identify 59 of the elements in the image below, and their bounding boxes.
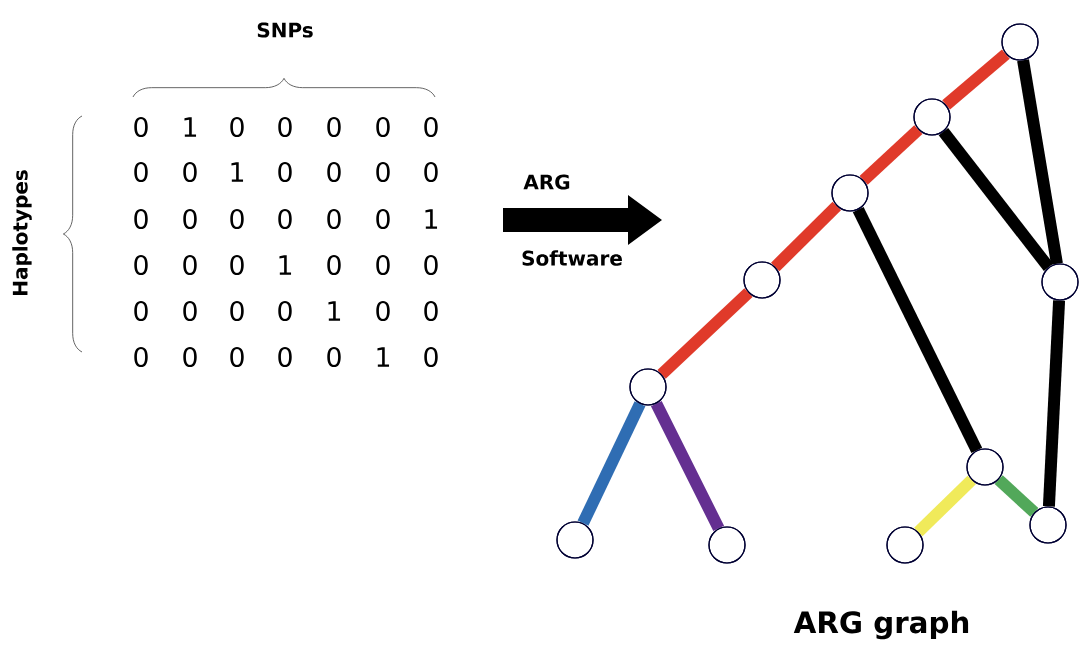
graph-edge	[577, 401, 646, 526]
matrix-cell: 0	[134, 254, 148, 276]
matrix-cell: 0	[230, 208, 244, 230]
matrix-cell: 0	[230, 346, 244, 368]
matrix-cell: 0	[376, 161, 390, 183]
matrix-cell: 0	[134, 161, 148, 183]
axis-label: SNPs	[257, 22, 313, 38]
axis-label: Haplotypes	[12, 170, 32, 295]
caption: ARG graph	[793, 610, 969, 640]
matrix-cell: 0	[230, 300, 244, 322]
matrix-cell: 0	[183, 208, 197, 230]
graph-edge	[852, 207, 983, 453]
matrix-cell: 0	[376, 208, 390, 230]
matrix-cell: 0	[424, 161, 438, 183]
matrix-cell: 0	[134, 346, 148, 368]
matrix-cell: 0	[278, 346, 292, 368]
matrix-cell: 0	[424, 346, 438, 368]
graph-edge	[938, 128, 1054, 271]
matrix-cell: 0	[134, 116, 148, 138]
matrix-cell: 0	[183, 254, 197, 276]
matrix-cell: 1	[184, 117, 197, 137]
arrow-label: Software	[522, 250, 622, 266]
graph-edge	[942, 49, 1010, 110]
matrix-cell: 1	[425, 209, 438, 229]
matrix-cell: 0	[134, 300, 148, 322]
graph-edge	[859, 125, 923, 185]
matrix-cell: 0	[376, 116, 390, 138]
matrix-cell: 1	[231, 162, 244, 182]
matrix-cell: 0	[327, 346, 341, 368]
graph-edge	[994, 475, 1039, 517]
graph-edge	[657, 288, 753, 379]
matrix-cell: 0	[376, 254, 390, 276]
matrix-cell: 0	[134, 208, 148, 230]
matrix-cell: 0	[424, 300, 438, 322]
matrix-cell: 0	[183, 161, 197, 183]
graph-edge	[914, 475, 976, 537]
matrix-cell: 1	[377, 347, 390, 367]
graph-edge	[771, 201, 841, 272]
graph-edge	[1017, 59, 1063, 265]
matrix-cell: 0	[327, 254, 341, 276]
graph-edge	[1042, 300, 1066, 507]
matrix-cell: 1	[279, 255, 292, 275]
matrix-cell: 0	[424, 254, 438, 276]
matrix-cell: 0	[327, 208, 341, 230]
graph-edge	[650, 400, 725, 532]
matrix-cell: 0	[278, 208, 292, 230]
matrix-cell: 0	[230, 254, 244, 276]
arrow-label: ARG	[523, 174, 570, 190]
matrix-cell: 0	[183, 346, 197, 368]
matrix-cell: 0	[424, 116, 438, 138]
matrix-cell: 0	[376, 300, 390, 322]
matrix-cell: 0	[183, 300, 197, 322]
matrix-cell: 0	[230, 116, 244, 138]
matrix-cell: 0	[327, 116, 341, 138]
matrix-cell: 0	[278, 300, 292, 322]
matrix-cell: 0	[278, 161, 292, 183]
matrix-cell: 1	[328, 301, 341, 321]
matrix-cell: 0	[327, 161, 341, 183]
matrix-cell: 0	[278, 116, 292, 138]
